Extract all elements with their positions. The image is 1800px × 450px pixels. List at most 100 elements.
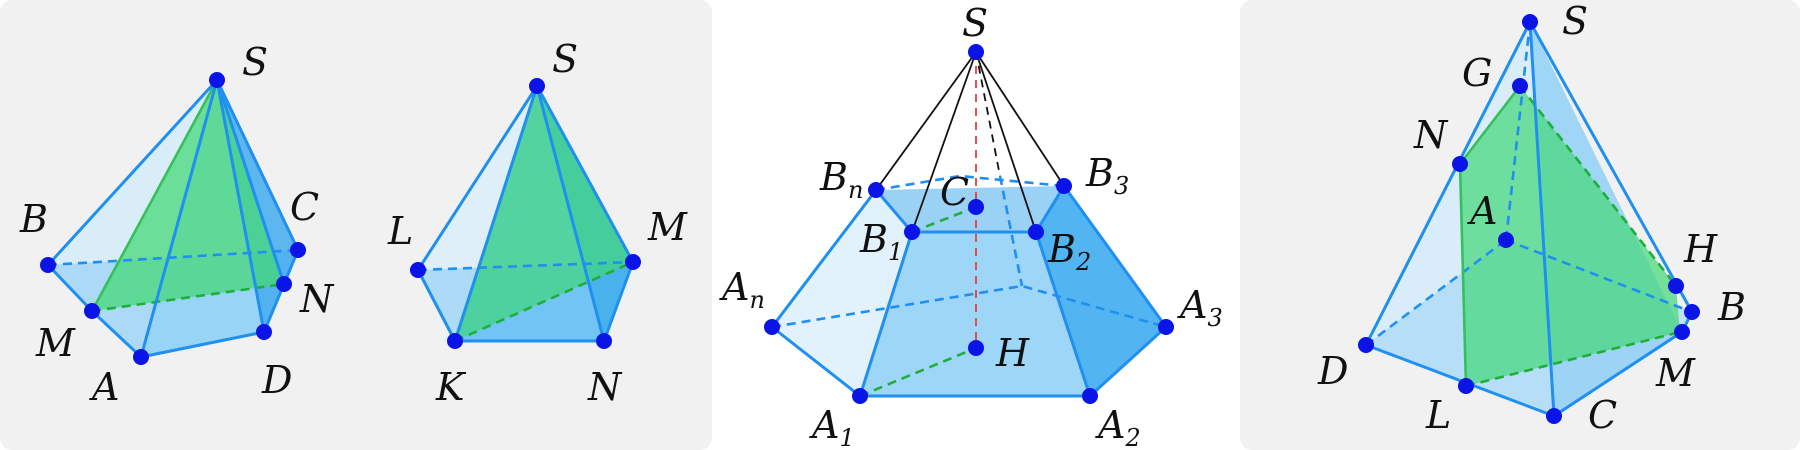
outline-edges bbox=[770, 184, 1168, 398]
point-k bbox=[447, 333, 463, 349]
point-b4 bbox=[1684, 304, 1700, 320]
edge-sb bbox=[1528, 20, 1694, 314]
label-l: L bbox=[387, 209, 413, 253]
panel-pyramid-sabcd: S G N A H B M D L C bbox=[1240, 0, 1800, 450]
label-n: N bbox=[299, 277, 335, 321]
label-c4: C bbox=[1588, 393, 1617, 437]
label-d4: D bbox=[1317, 349, 1348, 393]
point-c3 bbox=[968, 199, 984, 215]
point-d bbox=[256, 324, 272, 340]
point-d4 bbox=[1358, 337, 1374, 353]
hidden-edge-lm bbox=[1465, 330, 1681, 388]
hidden-base-back bbox=[771, 284, 1167, 329]
label-l4: L bbox=[1425, 393, 1451, 437]
point-s3 bbox=[968, 44, 984, 60]
point-h bbox=[968, 340, 984, 356]
hidden-edge-lm bbox=[417, 260, 634, 272]
edge-gn bbox=[1458, 85, 1522, 165]
hidden-edge-mn bbox=[91, 282, 285, 313]
face-b2-b3-a3-a2 bbox=[1036, 186, 1166, 396]
face-b1-b2-a2-a1 bbox=[860, 232, 1090, 396]
point-a2 bbox=[1082, 388, 1098, 404]
point-b3 bbox=[1056, 178, 1072, 194]
point-b bbox=[40, 257, 56, 273]
edge-sm bbox=[90, 79, 219, 312]
label-b3: B3 bbox=[1085, 151, 1129, 200]
label-a4: A bbox=[1467, 189, 1497, 233]
edge-sm2 bbox=[535, 84, 635, 264]
label-bn: Bn bbox=[819, 155, 863, 204]
hidden-top-back bbox=[875, 174, 1065, 192]
point-a1 bbox=[852, 388, 868, 404]
hidden-lateral-back bbox=[998, 175, 1024, 287]
point-s4 bbox=[1522, 14, 1538, 30]
label-g: G bbox=[1462, 51, 1492, 95]
edge-sk bbox=[453, 84, 539, 343]
edge-sd bbox=[215, 78, 266, 334]
label-c: C bbox=[290, 185, 319, 229]
edge-sb bbox=[46, 78, 219, 267]
point-s2 bbox=[529, 78, 545, 94]
label-a1: A1 bbox=[809, 403, 855, 450]
edge-sn2 bbox=[535, 84, 606, 343]
point-l4 bbox=[1458, 378, 1474, 394]
point-c4 bbox=[1546, 408, 1562, 424]
edge-sl bbox=[416, 84, 539, 272]
edge-sc bbox=[1528, 20, 1556, 418]
base-visible-edges-4 bbox=[1364, 310, 1694, 418]
base-visible-edges-2 bbox=[416, 260, 635, 343]
label-h4: H bbox=[1683, 227, 1718, 271]
dashed-b1-c bbox=[911, 205, 977, 234]
hidden-edge-bc bbox=[47, 248, 299, 267]
edge-sn bbox=[215, 78, 286, 286]
label-m: M bbox=[35, 321, 76, 365]
label-h: H bbox=[995, 331, 1030, 375]
label-a: A bbox=[89, 365, 119, 409]
panel-pyramid-sbcnda: S B C N M A D S L M K N bbox=[0, 0, 712, 450]
top-front-edges bbox=[874, 184, 1066, 234]
label-b2: B2 bbox=[1047, 227, 1091, 276]
point-a3 bbox=[1158, 319, 1174, 335]
edge-s-bn bbox=[875, 51, 977, 191]
edge-sd bbox=[1364, 20, 1532, 347]
point-b1 bbox=[904, 224, 920, 240]
point-s bbox=[209, 72, 225, 88]
edge-s-b2 bbox=[975, 51, 1037, 233]
label-d: D bbox=[261, 358, 292, 402]
label-n4: N bbox=[1413, 113, 1449, 157]
hidden-edge-km bbox=[454, 260, 634, 343]
label-m4: M bbox=[1655, 351, 1696, 395]
point-bn bbox=[868, 182, 884, 198]
point-h4 bbox=[1668, 278, 1684, 294]
label-n2: N bbox=[587, 365, 623, 409]
point-m bbox=[84, 303, 100, 319]
label-s3: S bbox=[962, 1, 988, 45]
point-n2 bbox=[596, 333, 612, 349]
label-k: K bbox=[435, 365, 467, 409]
label-c3: C bbox=[940, 170, 969, 214]
point-an bbox=[764, 319, 780, 335]
hidden-edge-gh bbox=[1518, 85, 1678, 287]
edge-nl bbox=[1458, 163, 1468, 387]
label-a2: A2 bbox=[1095, 403, 1141, 450]
hidden-edge-sa bbox=[1504, 21, 1532, 241]
label-s2: S bbox=[552, 37, 578, 81]
edge-sc bbox=[215, 78, 300, 252]
edge-sa bbox=[139, 78, 219, 359]
hidden-apex-edge bbox=[975, 51, 1001, 177]
point-n4 bbox=[1452, 156, 1468, 172]
label-b4: B bbox=[1717, 285, 1746, 329]
point-n bbox=[276, 276, 292, 292]
hidden-edge-ab bbox=[1505, 238, 1693, 314]
point-g bbox=[1512, 78, 1528, 94]
edge-b2-a2 bbox=[1034, 230, 1092, 398]
label-m2: M bbox=[647, 205, 688, 249]
point-a4 bbox=[1498, 232, 1514, 248]
label-an: An bbox=[719, 265, 765, 314]
panel-frustum: S Bn C B3 B1 B2 An A3 H A1 A2 bbox=[719, 1, 1223, 450]
face-bn-b1-a1-an bbox=[772, 190, 912, 396]
label-s: S bbox=[242, 40, 268, 84]
label-s4: S bbox=[1562, 0, 1588, 43]
point-b2 bbox=[1028, 224, 1044, 240]
